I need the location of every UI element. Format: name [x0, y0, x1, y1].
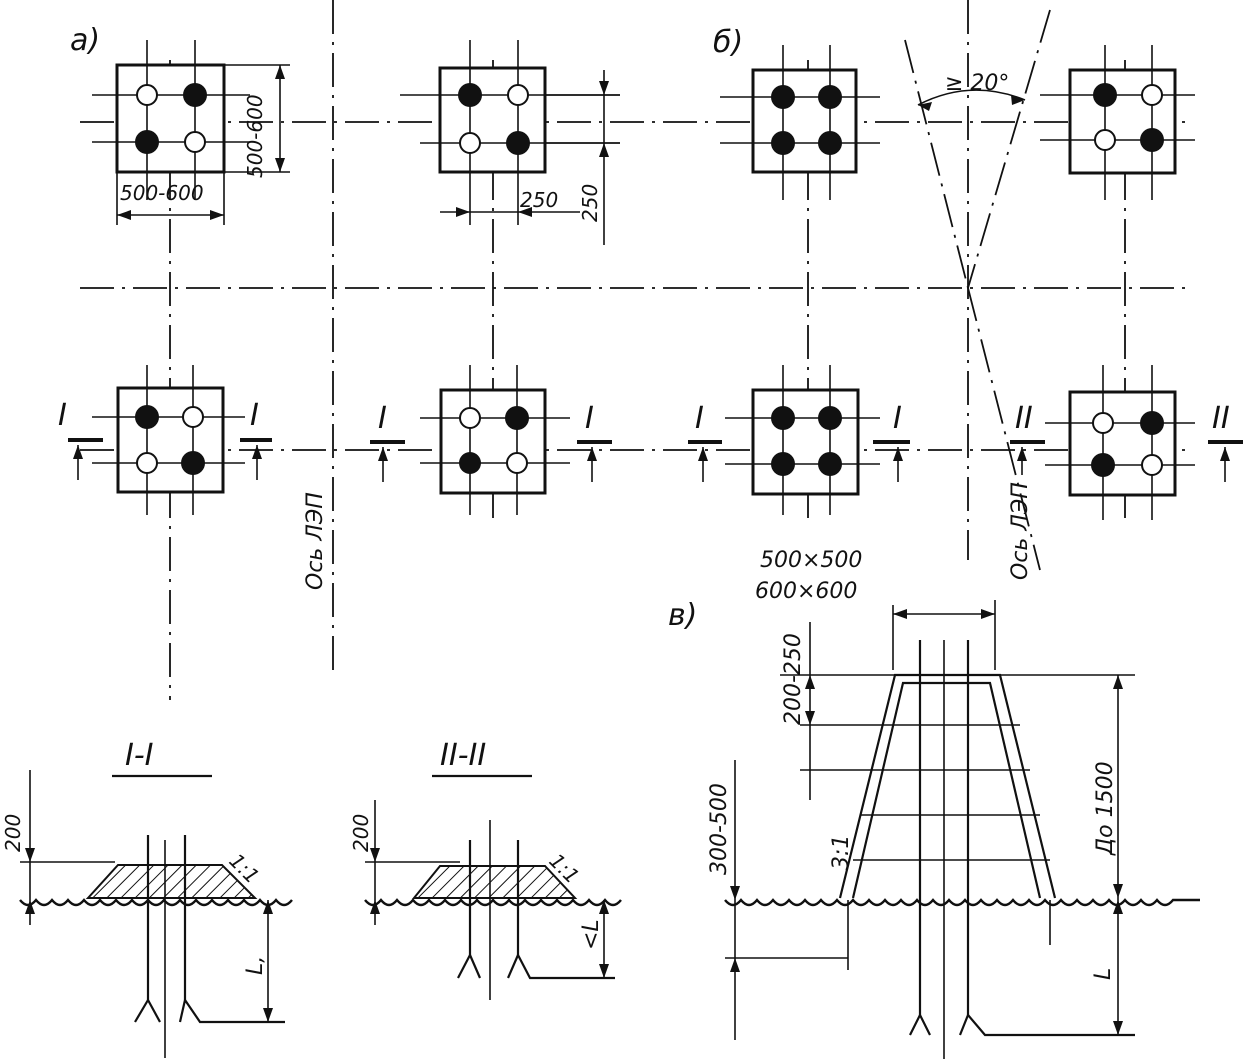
pad-b-top [720, 45, 880, 200]
dims-top [116, 64, 1026, 245]
dim-spacing-v: 250 [578, 184, 602, 222]
label-section-1-right: I [250, 398, 259, 433]
pad-a-bottom [92, 365, 245, 515]
label-section-2-left: II [1015, 401, 1033, 436]
dim-sec1-L: L, [243, 956, 268, 975]
dim-sec2-200: 200 [349, 814, 373, 852]
pad-a-top-2 [400, 40, 620, 225]
pad-a-bottom-2 [420, 365, 570, 515]
section-2-2 [364, 774, 622, 1000]
title-section-2-2: II-II [440, 738, 486, 773]
label-section-1-b-left: I [378, 401, 387, 436]
label-section-1-b-right: I [585, 401, 594, 436]
label-section-1-c-left: I [695, 401, 704, 436]
label-part-v: в) [668, 598, 697, 633]
label-part-b: б) [713, 25, 743, 60]
dim-top-step: 200-250 [781, 633, 806, 725]
label-axis-lep-2: Ось ЛЭП [1008, 482, 1033, 580]
label-part-a: а) [70, 23, 100, 58]
dim-pad-600: 600×600 [755, 579, 857, 604]
title-section-1-1: I-I [125, 738, 154, 773]
label-axis-lep-1: Ось ЛЭП [303, 492, 328, 590]
dim-sec2-L: <L [579, 919, 604, 950]
dim-depth-L: L [1091, 968, 1116, 980]
dim-height: До 1500 [1093, 761, 1118, 856]
pad-a-top [92, 40, 250, 200]
dim-spacing-h: 250 [520, 188, 558, 212]
section-markers [68, 438, 1243, 482]
part-v-elevation [724, 600, 1200, 1059]
label-section-1-left: I [58, 398, 67, 433]
label-angle: ≥ 20° [945, 71, 1009, 96]
dim-slope-v: 3:1 [829, 835, 854, 870]
dim-sec1-200: 200 [1, 814, 25, 852]
label-section-2-right: II [1212, 401, 1230, 436]
dim-depth-v: 300-500 [707, 783, 732, 875]
pad-b-bottom-right [1045, 365, 1195, 520]
dim-pad-500: 500×500 [760, 548, 862, 573]
dim-pad-size-h: 500-600 [120, 181, 204, 205]
pad-b-top-right [1040, 45, 1195, 200]
section-1-1 [19, 770, 293, 1058]
label-section-1-c-right: I [893, 401, 902, 436]
dim-pad-size-v: 500-600 [243, 94, 267, 178]
pad-b-bottom [725, 365, 880, 515]
